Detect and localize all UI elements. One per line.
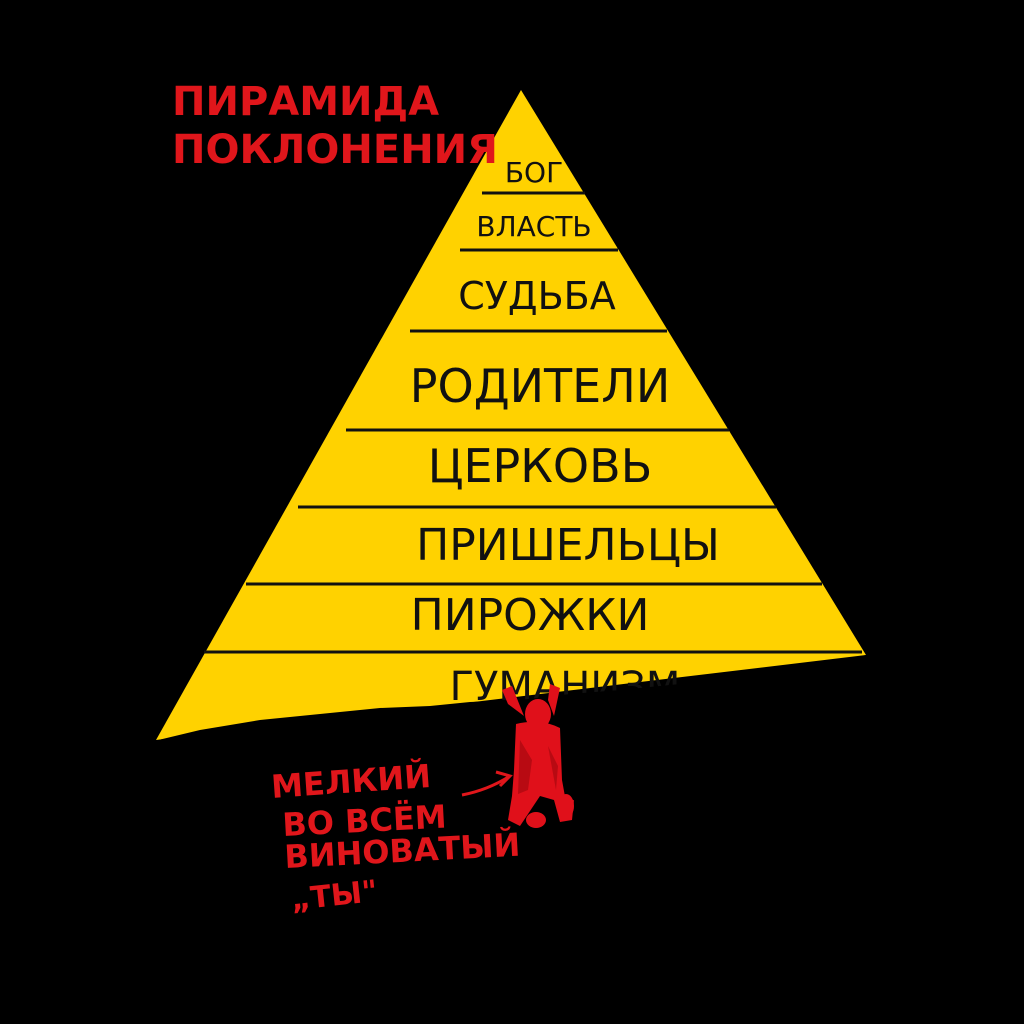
pyramid <box>156 90 866 740</box>
tier-dividers <box>204 191 862 654</box>
tier-label-5: ЦЕРКОВЬ <box>428 439 653 493</box>
title-line-2: ПОКЛОНЕНИЯ <box>172 127 498 173</box>
tier-label-7: ПИРОЖКИ <box>411 590 650 641</box>
person-shading <box>518 740 558 794</box>
tier-label-3: СУДЬБА <box>458 274 616 318</box>
tier-label-4: РОДИТЕЛИ <box>410 359 670 413</box>
torn-base <box>0 655 1024 1024</box>
title-line-1: ПИРАМИДА <box>172 79 439 125</box>
tier-label-2: ВЛАСТЬ <box>476 210 591 243</box>
arrow-icon <box>461 770 513 797</box>
tier-label-1: БОГ <box>505 156 563 189</box>
caption-line-2: ВО ВСЁМ <box>281 797 447 844</box>
tier-label-6: ПРИШЕЛЬЦЫ <box>416 520 720 571</box>
